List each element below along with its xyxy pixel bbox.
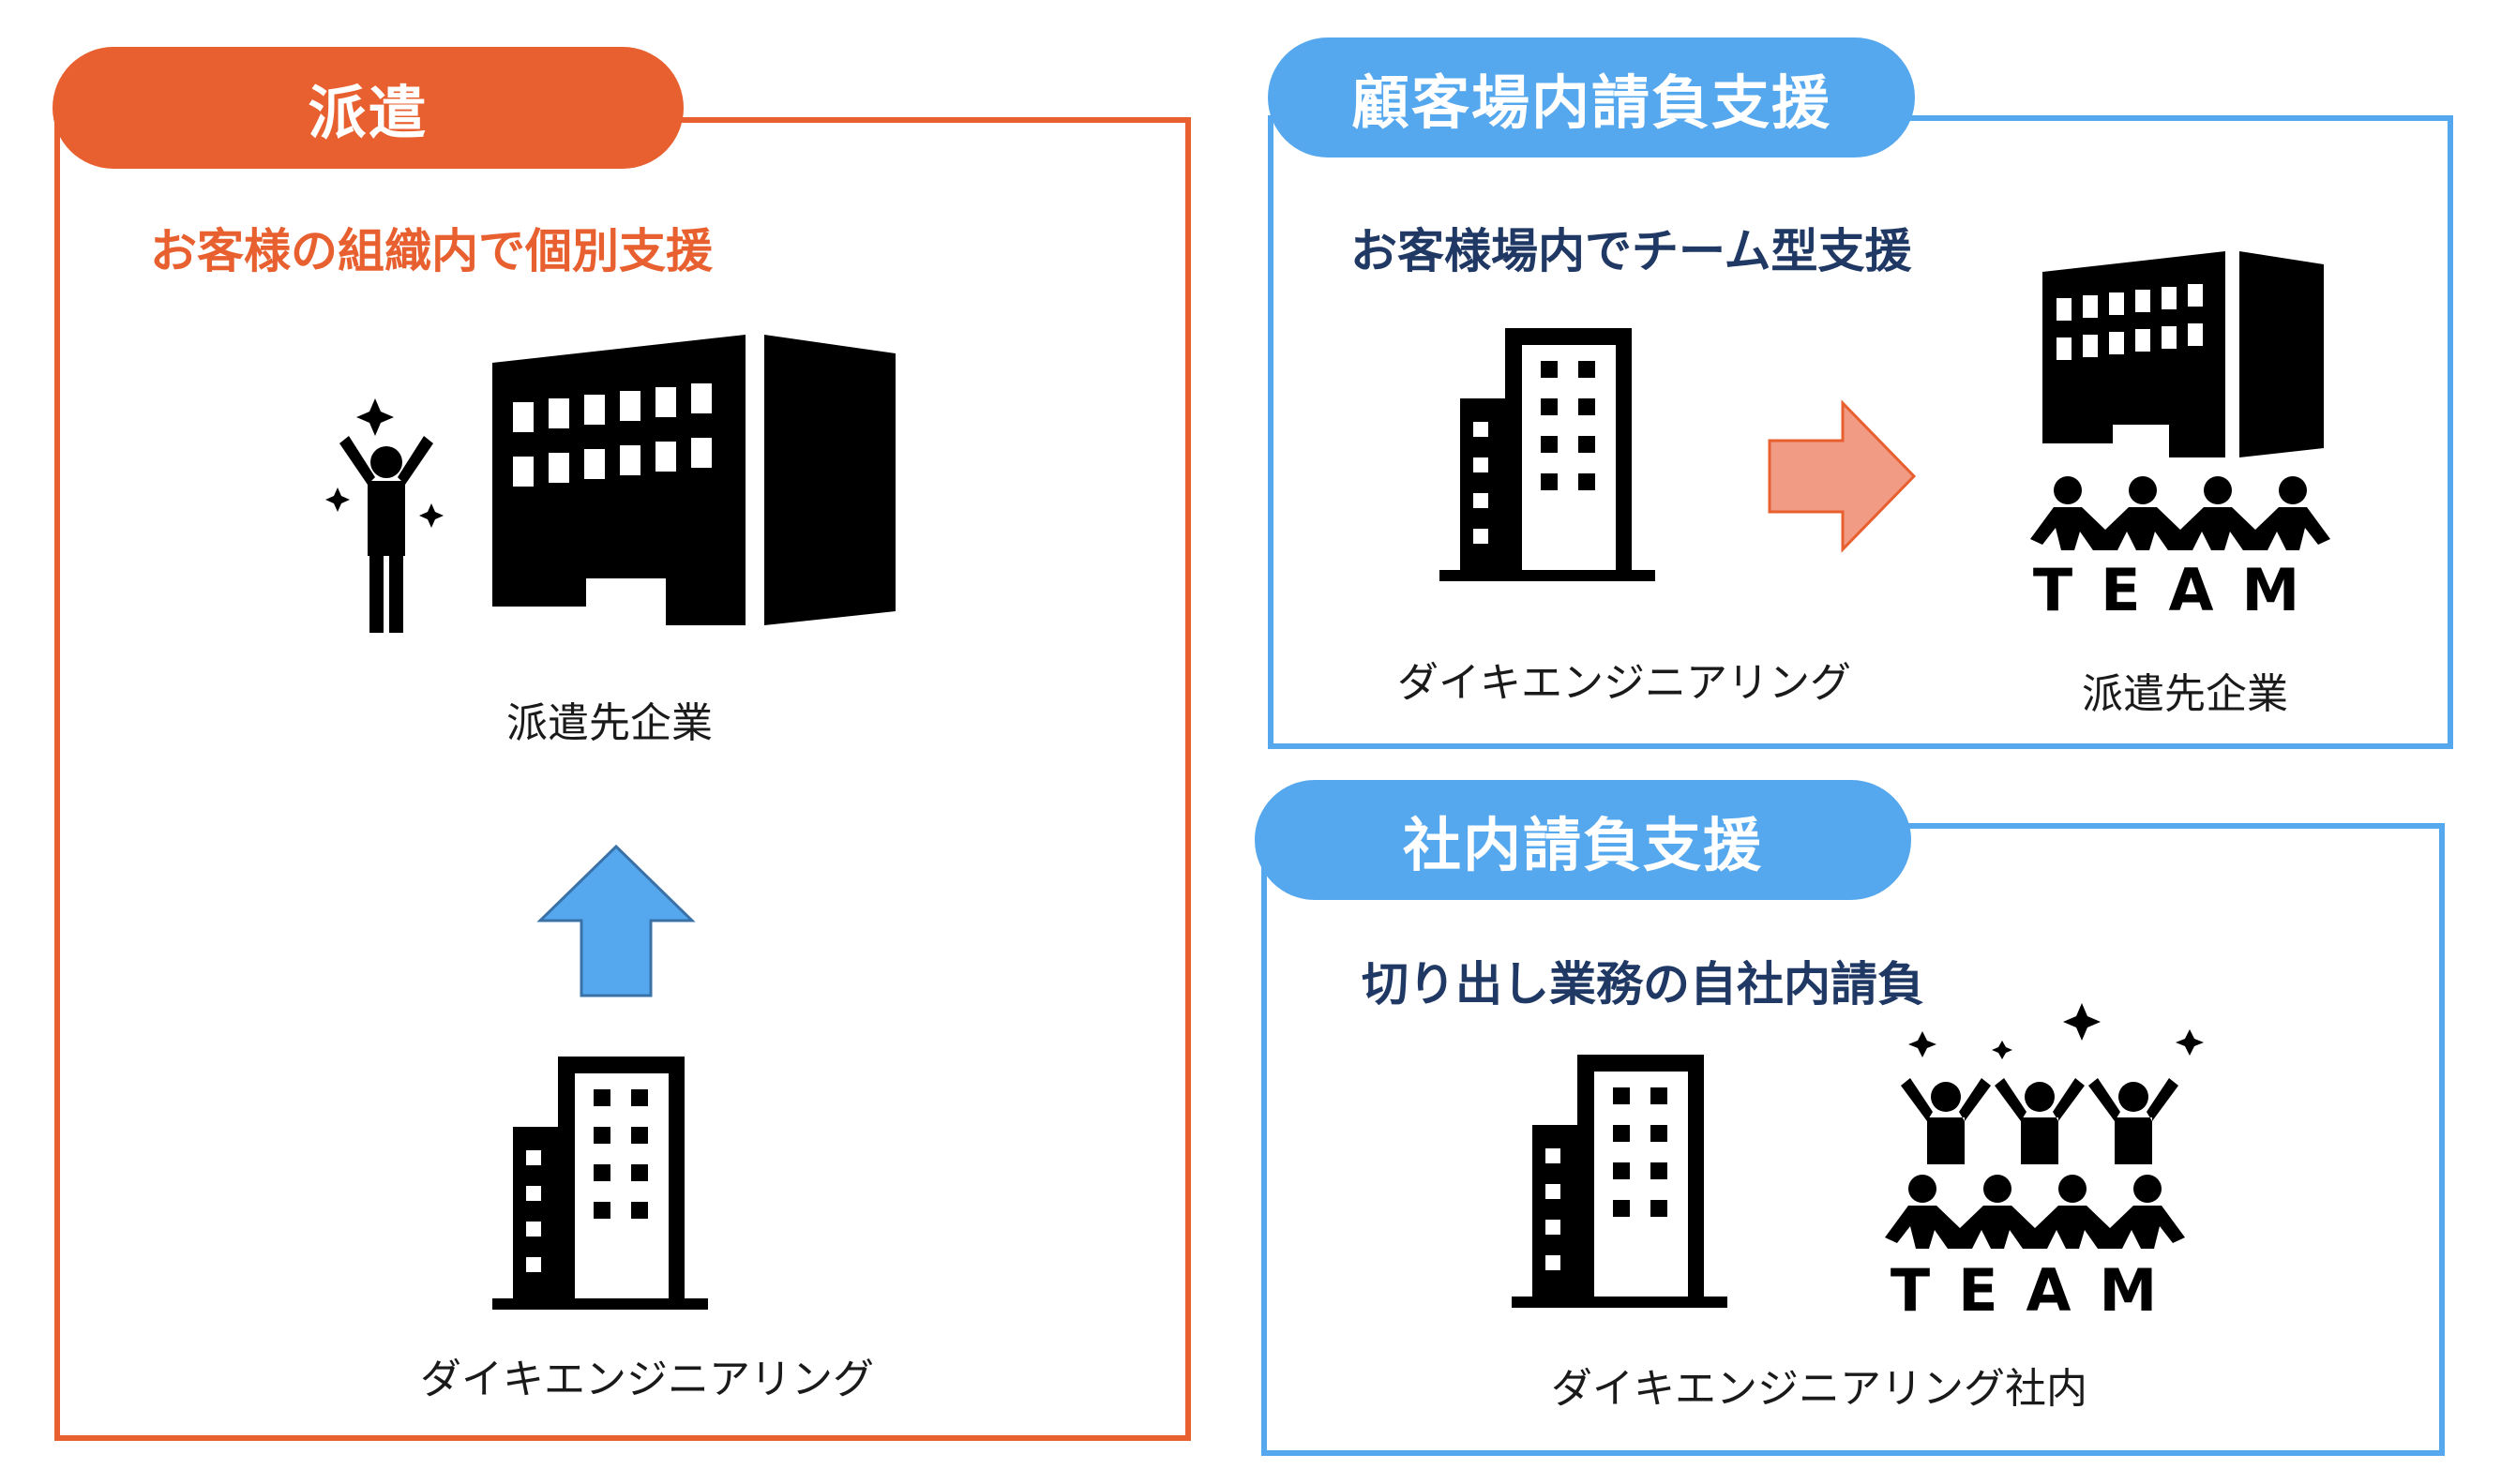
inhouse-panel (1261, 823, 2445, 1456)
dispatch-title-tab: 派遣 (53, 47, 684, 169)
team-label: TEAM (1891, 1256, 2185, 1325)
team-label: TEAM (2033, 556, 2328, 624)
up-arrow-icon (536, 844, 696, 997)
onsite-subtitle: お客様場内でチーム型支援 (1350, 224, 1912, 278)
inhouse-subtitle: 切り出し業務の自社内請負 (1362, 957, 1924, 1012)
inhouse-title-tab: 社内請負支援 (1255, 780, 1911, 900)
right-arrow-icon (1768, 399, 1917, 553)
team-icon: TEAM (2030, 476, 2330, 624)
dispatch-subtitle: お客様の組織内で個別支援 (150, 224, 713, 278)
onsite-company-label: ダイキエンジニアリング (1397, 659, 1851, 707)
company-building-icon (492, 1057, 708, 1310)
onsite-title-tab: 顧客場内請負支援 (1268, 37, 1915, 157)
client-building-icon (2042, 251, 2324, 457)
company-building-icon (1512, 1055, 1727, 1308)
dispatch-company-label: ダイキエンジニアリング (420, 1356, 874, 1403)
cheering-team-icon: TEAM (1885, 1003, 2204, 1325)
cheering-person-icon (325, 398, 444, 633)
client-building-icon (492, 335, 896, 625)
dispatch-client-label: 派遣先企業 (506, 699, 713, 747)
company-building-icon (1439, 328, 1655, 581)
onsite-client-label: 派遣先企業 (2082, 670, 2288, 718)
inhouse-company-label: ダイキエンジニアリング社内 (1551, 1365, 2087, 1413)
